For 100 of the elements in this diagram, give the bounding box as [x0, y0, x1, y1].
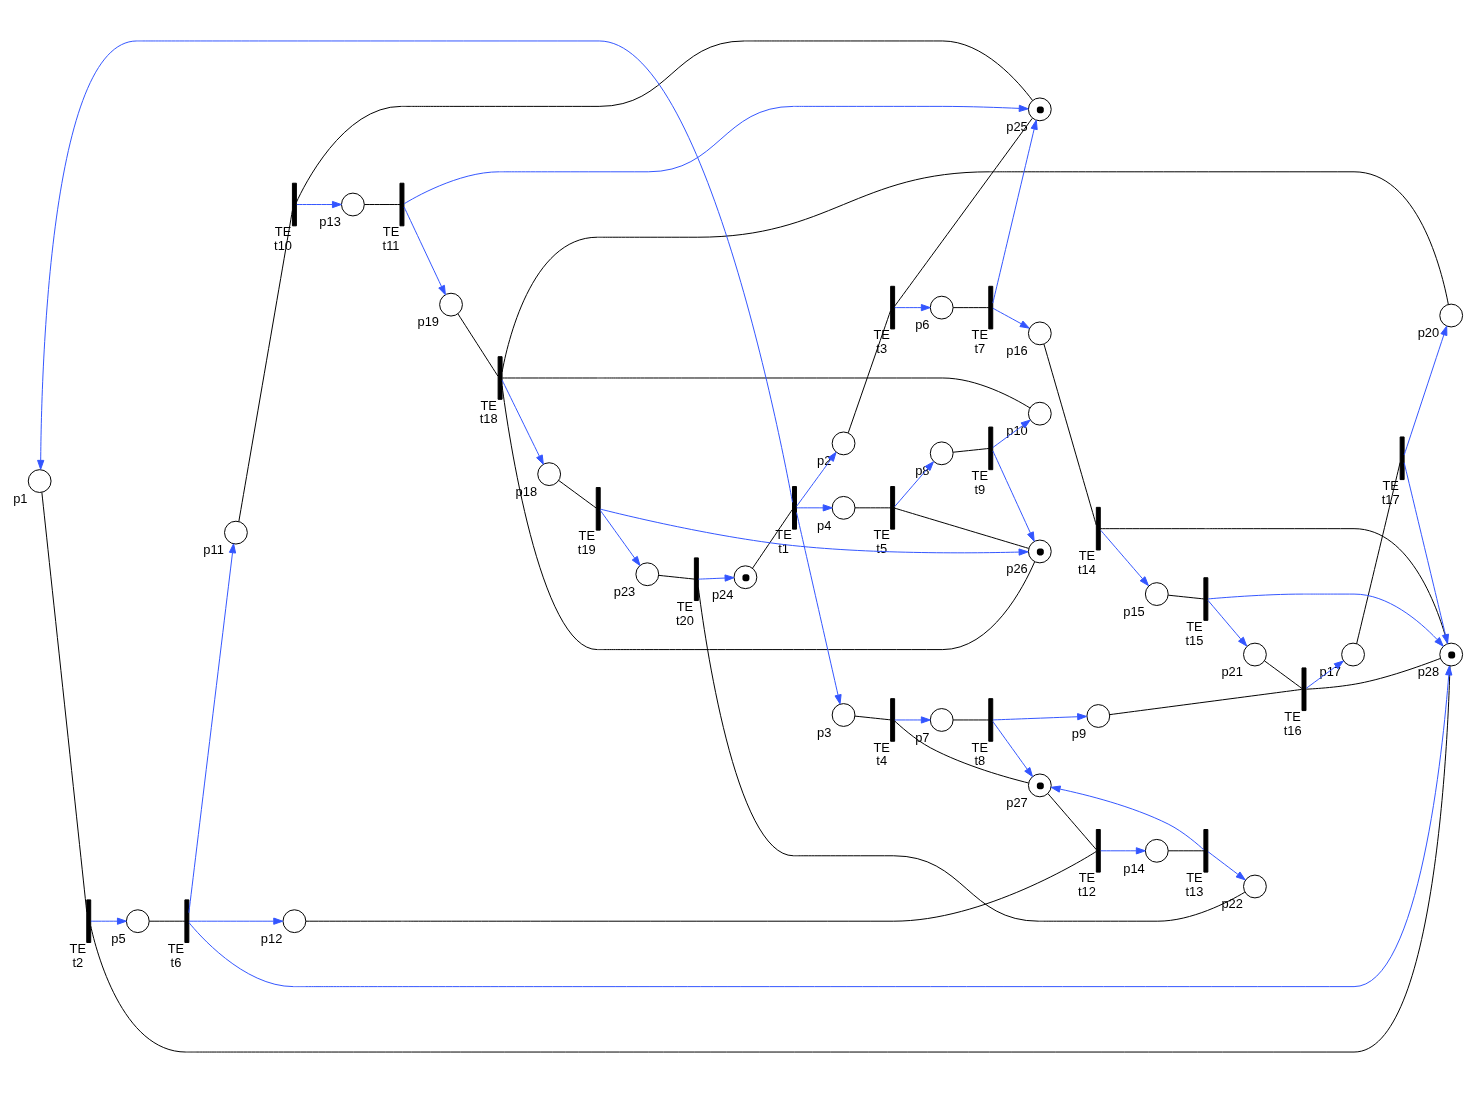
node-bar: [890, 486, 896, 530]
node-label: TE: [382, 224, 400, 240]
node-circle: [439, 292, 463, 317]
node-label: TE: [676, 598, 694, 614]
node-label: TE: [1078, 870, 1096, 886]
node-bar: [988, 426, 994, 471]
connector: [894, 507, 1030, 549]
arrow: [599, 509, 641, 566]
node-label: p27: [1006, 795, 1028, 811]
node-bar: [1203, 577, 1209, 621]
node-bar: [595, 487, 601, 531]
node-label: t7: [974, 341, 986, 357]
connector: [1043, 343, 1097, 526]
node-bar: [399, 182, 405, 227]
node-bar: [1301, 667, 1307, 712]
node-bar: [497, 356, 503, 400]
node-bar: [1399, 436, 1405, 481]
node-label: p14: [1123, 860, 1145, 876]
connector: [296, 40, 1033, 203]
connector: [1305, 657, 1441, 690]
node-label: p5: [111, 930, 126, 946]
node-label: TE: [873, 327, 890, 343]
node-label: p25: [1006, 119, 1028, 135]
node-circle: [1243, 642, 1267, 667]
node-token: [1027, 97, 1052, 122]
node-token: [1439, 642, 1464, 667]
node-label: t17: [1381, 491, 1400, 507]
node-circle: [929, 441, 954, 466]
arrow: [90, 917, 127, 925]
connector: [752, 509, 793, 569]
node-label: p26: [1006, 561, 1028, 577]
node-label: p18: [515, 483, 538, 499]
arrow: [296, 200, 342, 209]
node-circle: [635, 562, 660, 587]
connector: [1264, 660, 1303, 689]
node-label: p16: [1006, 343, 1028, 359]
node-label: t4: [876, 753, 888, 769]
node-circle: [831, 703, 856, 727]
node-circle: [1144, 838, 1169, 863]
arrow: [992, 713, 1088, 721]
arrow: [1100, 529, 1149, 587]
connector: [952, 448, 990, 453]
connector: [1047, 793, 1097, 850]
connector: [238, 209, 293, 522]
node-circle: [929, 295, 954, 320]
arrow: [1050, 785, 1205, 851]
arrow: [698, 574, 735, 582]
node-label: TE: [971, 467, 989, 483]
connector: [457, 313, 499, 377]
node-bar: [890, 285, 896, 330]
connector: [363, 204, 401, 205]
connector: [894, 117, 1033, 307]
node-token: [733, 565, 758, 590]
node-label: TE: [971, 739, 989, 755]
arrow: [1100, 847, 1146, 855]
arrow: [599, 508, 1029, 556]
node-label: t18: [479, 411, 498, 427]
arrow: [992, 419, 1031, 448]
node-label: p9: [1071, 725, 1087, 741]
node-label: TE: [873, 527, 890, 543]
arrow: [1207, 593, 1444, 647]
node-circle: [1243, 874, 1267, 899]
arrow: [992, 721, 1033, 778]
node-label: p2: [817, 453, 832, 469]
arrow: [188, 543, 237, 914]
node-label: t1: [778, 541, 789, 557]
connector: [1167, 850, 1205, 852]
arrow: [501, 379, 544, 465]
node-label: p21: [1221, 664, 1243, 680]
node-label: p11: [203, 542, 224, 558]
node-label: TE: [1186, 870, 1203, 886]
arrow: [894, 716, 931, 724]
node-label: t6: [170, 954, 182, 970]
node-label: TE: [971, 327, 989, 343]
node-circle: [1086, 704, 1111, 728]
connector: [501, 377, 1031, 409]
connector: [501, 171, 1449, 373]
connector: [854, 507, 892, 509]
node-circle: [1027, 321, 1052, 346]
arrow: [188, 917, 284, 925]
node-label: p13: [319, 214, 341, 230]
node-token: [1027, 539, 1052, 564]
connector: [41, 491, 88, 913]
arrow: [1403, 462, 1449, 644]
node-label: p24: [711, 586, 734, 602]
arrow: [1207, 851, 1246, 881]
node-label: t16: [1283, 722, 1302, 738]
connector: [1109, 688, 1303, 716]
connector: [1356, 462, 1401, 645]
node-label: p23: [613, 583, 636, 599]
node-label: TE: [1186, 618, 1203, 634]
node-label: TE: [578, 528, 596, 544]
connector: [305, 851, 1097, 922]
connector: [697, 587, 1246, 922]
node-label: TE: [1284, 708, 1301, 724]
connector: [1099, 528, 1448, 644]
arrow: [1403, 325, 1448, 456]
arrow: [37, 40, 793, 503]
node-circle: [1439, 303, 1464, 328]
arrow: [796, 451, 837, 507]
